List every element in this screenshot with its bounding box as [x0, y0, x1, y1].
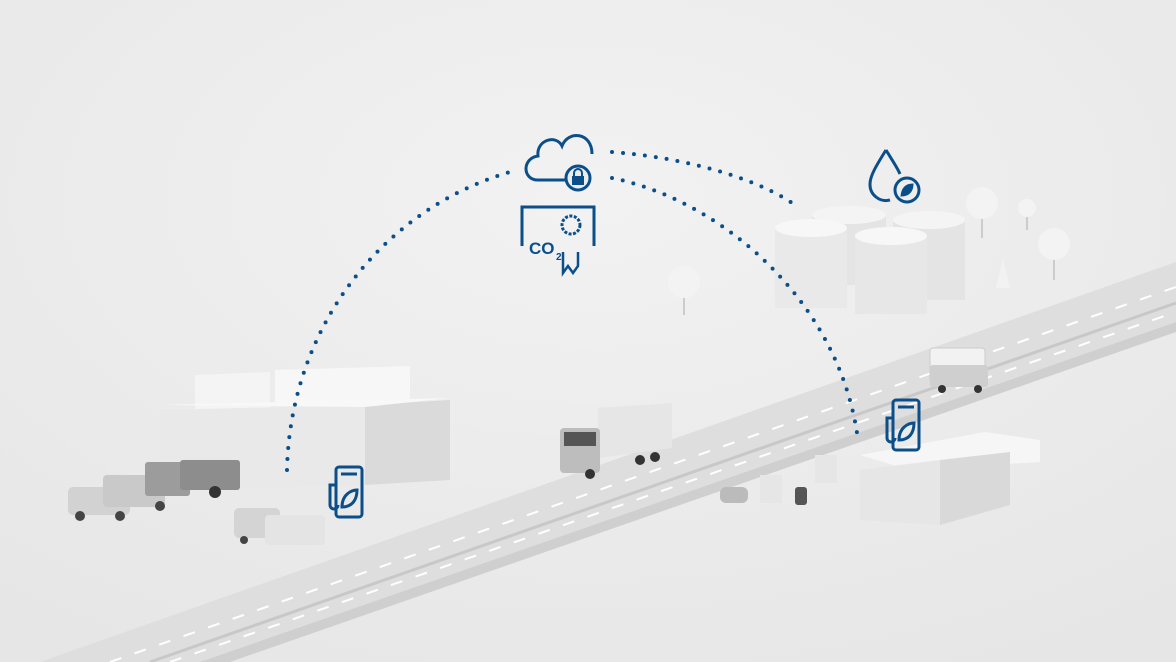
- fuel-pump-leaf-icon: [885, 398, 921, 452]
- data-flow-arcs: [285, 150, 860, 472]
- highway: [40, 262, 1176, 662]
- co2-certificate-icon: CO 2: [520, 205, 596, 277]
- cloud-lock-icon: [524, 134, 594, 192]
- storage-tanks: [775, 206, 965, 314]
- box-truck: [929, 347, 988, 393]
- water-drop-leaf-icon: [868, 149, 921, 204]
- truck: [560, 403, 672, 479]
- arc-top-right: [610, 150, 797, 207]
- co2-subscript: 2: [556, 252, 562, 263]
- parked-vehicles: [68, 460, 325, 545]
- trees: [668, 187, 1070, 315]
- arc-left: [285, 170, 512, 472]
- co2-label: CO: [529, 239, 555, 258]
- fuel-pump-leaf-icon: [328, 465, 364, 519]
- fuel-station-building: [720, 432, 1040, 525]
